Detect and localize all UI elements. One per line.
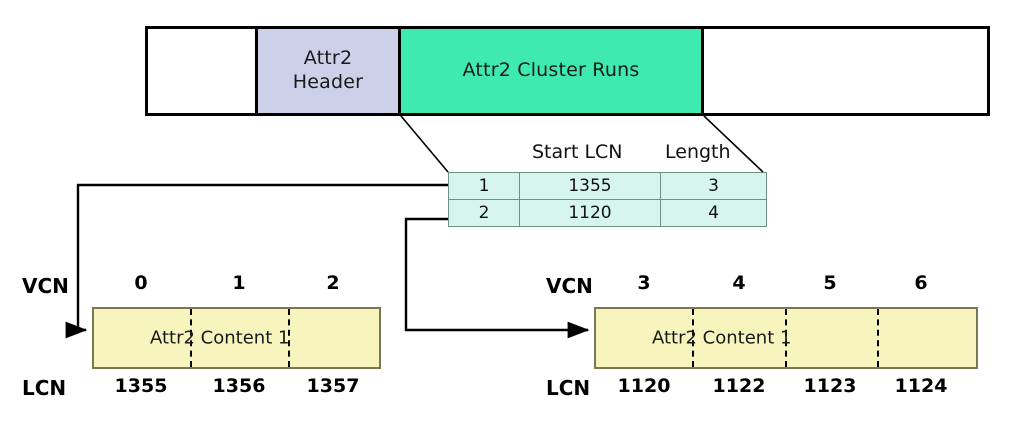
lcn-tick-1356: 1356 xyxy=(212,375,266,397)
cell-run-index: 2 xyxy=(448,199,520,227)
lcn-tick-1122: 1122 xyxy=(712,375,766,397)
cluster-divider xyxy=(288,309,290,367)
cluster-run-2-block: Attr2 Content 1 xyxy=(594,307,978,369)
lcn-tick-1120: 1120 xyxy=(617,375,671,397)
lcn-tick-1124: 1124 xyxy=(894,375,948,397)
cluster-run-2-content-text: Attr2 Content 1 xyxy=(652,327,792,349)
bar-segment-empty-right xyxy=(704,29,987,113)
vcn-tick-3: 3 xyxy=(637,272,651,294)
attr2-cluster-runs-label: Attr2 Cluster Runs xyxy=(462,59,640,82)
attr2-header-line1: Attr2 xyxy=(303,47,353,70)
bar-segment-attr2-cluster-runs: Attr2 Cluster Runs xyxy=(401,29,704,113)
column-header-start-lcn: Start LCN xyxy=(532,141,623,163)
bar-segment-empty-left xyxy=(148,29,255,113)
cluster-divider xyxy=(785,309,787,367)
cluster-run-1-block: Attr2 Content 1 xyxy=(92,307,381,369)
leader-line-left xyxy=(400,115,449,173)
cell-start-lcn: 1120 xyxy=(519,199,661,227)
vcn-label-right: VCN xyxy=(546,274,593,298)
cluster-divider xyxy=(190,309,192,367)
cluster-run-table: 1 1355 3 2 1120 4 xyxy=(448,172,767,227)
vcn-tick-1: 1 xyxy=(232,272,246,294)
vcn-tick-5: 5 xyxy=(823,272,837,294)
bar-segment-attr2-header: Attr2 Header xyxy=(255,29,401,113)
table-row: 1 1355 3 xyxy=(448,172,767,200)
table-row: 2 1120 4 xyxy=(448,199,767,227)
vcn-tick-4: 4 xyxy=(732,272,746,294)
lcn-tick-1123: 1123 xyxy=(803,375,857,397)
attr2-header-line2: Header xyxy=(292,71,364,93)
cell-start-lcn: 1355 xyxy=(519,172,661,200)
lcn-label-left: LCN xyxy=(22,376,67,400)
lcn-label-right: LCN xyxy=(546,376,591,400)
lcn-tick-1357: 1357 xyxy=(306,375,360,397)
cluster-divider xyxy=(877,309,879,367)
cell-length: 4 xyxy=(660,199,767,227)
attribute-bar: Attr2 Header Attr2 Cluster Runs xyxy=(145,26,990,116)
cluster-run-1-content-text: Attr2 Content 1 xyxy=(150,327,290,349)
vcn-tick-6: 6 xyxy=(914,272,928,294)
vcn-tick-2: 2 xyxy=(326,272,340,294)
column-header-length: Length xyxy=(665,141,731,163)
vcn-tick-0: 0 xyxy=(134,272,148,294)
cell-run-index: 1 xyxy=(448,172,520,200)
cell-length: 3 xyxy=(660,172,767,200)
vcn-label-left: VCN xyxy=(22,274,69,298)
lcn-tick-1355: 1355 xyxy=(114,375,168,397)
cluster-divider xyxy=(692,309,694,367)
